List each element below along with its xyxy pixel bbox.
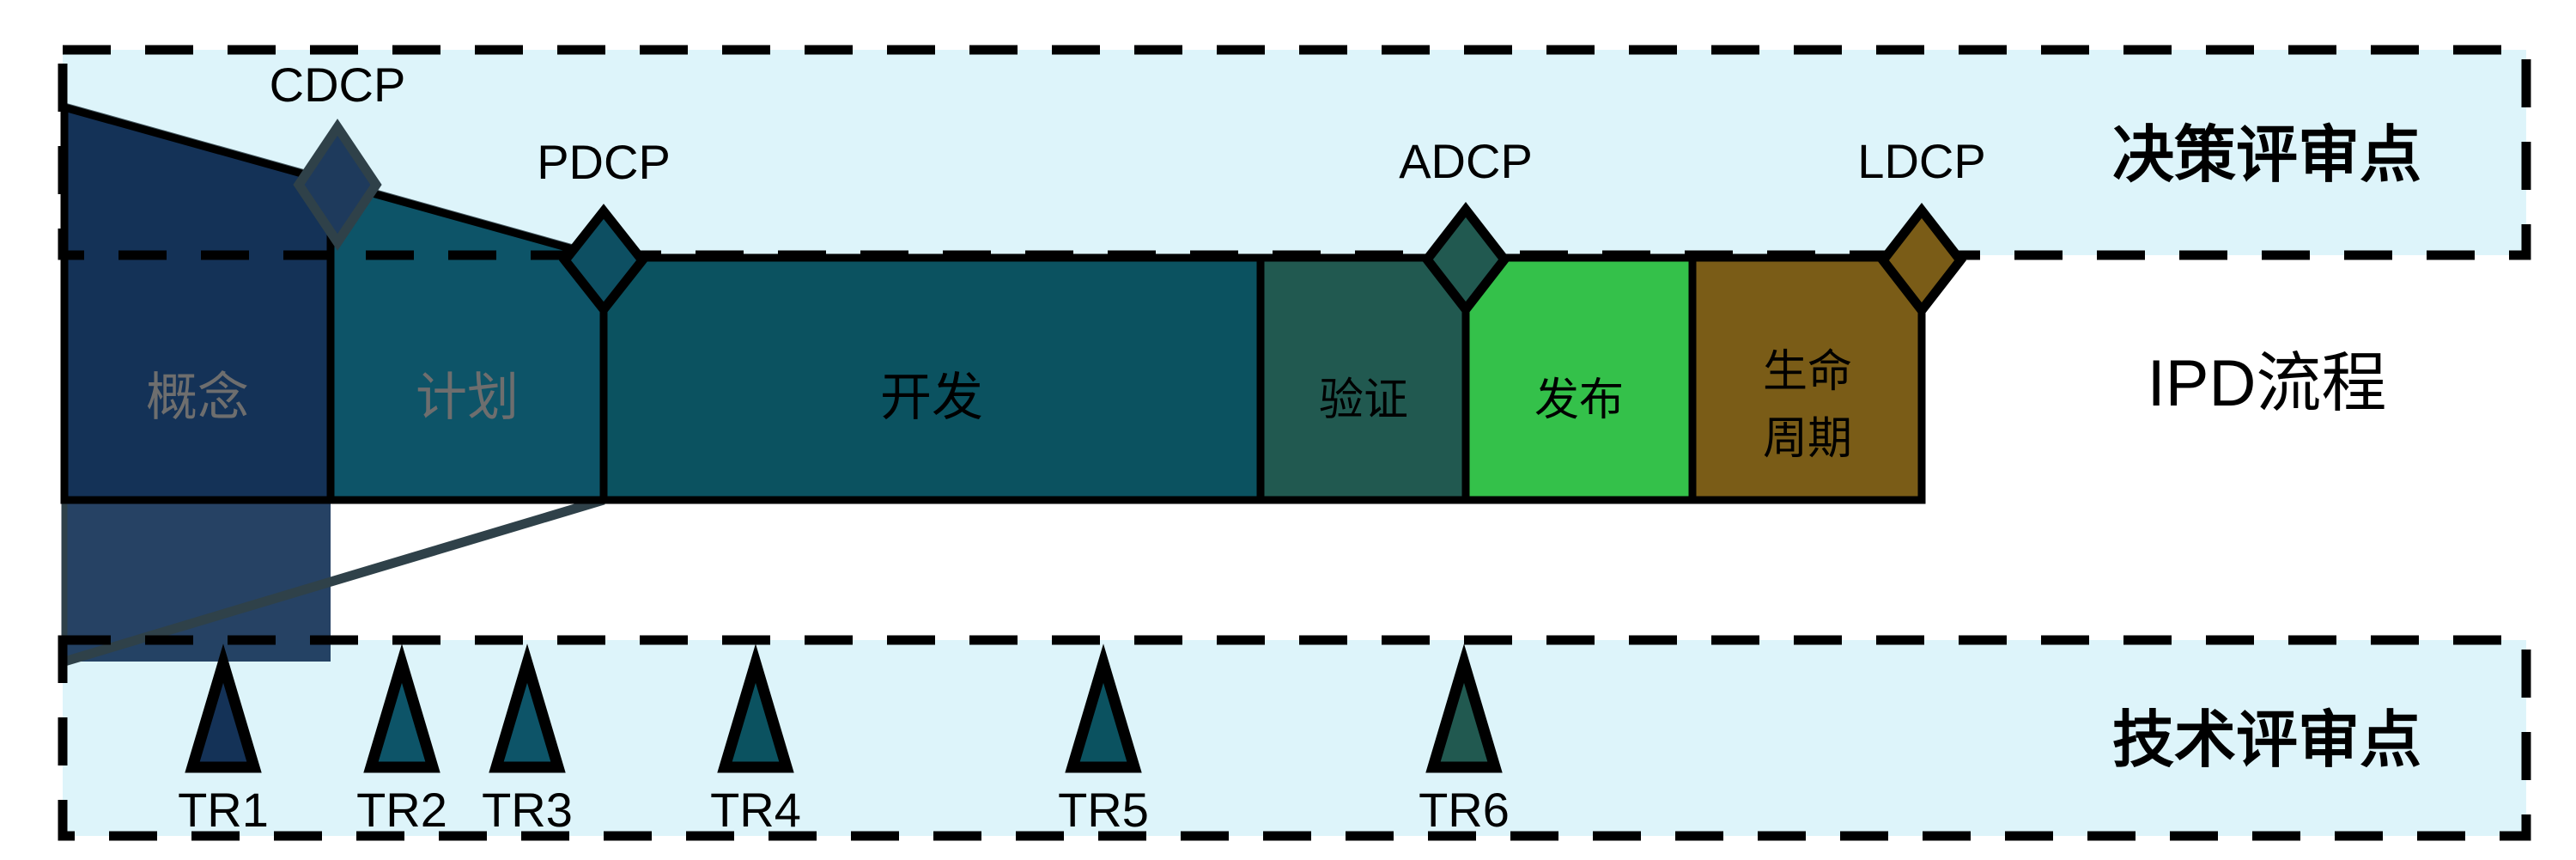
stage-label-concept: 概念 xyxy=(146,369,249,426)
funnel-lower-region xyxy=(61,495,605,667)
tr-label-tr4: TR4 xyxy=(710,783,801,837)
decision-point-ldcp-diamond[interactable] xyxy=(1877,203,1966,318)
tr-marker-tr6[interactable] xyxy=(1425,643,1503,773)
band-title-decision-review: 决策评审点 xyxy=(2112,121,2421,190)
stage-label-develop: 开发 xyxy=(880,369,983,426)
tr-label-tr6: TR6 xyxy=(1419,783,1510,837)
decision-point-pdcp-diamond[interactable] xyxy=(558,204,649,317)
funnel-concept-lower xyxy=(64,500,331,662)
stage-label-release: 发布 xyxy=(1534,375,1624,425)
tr-marker-tr2[interactable] xyxy=(363,643,440,773)
technical-review-band-frame xyxy=(58,635,2531,841)
decision-point-adcp-diamond[interactable] xyxy=(1421,202,1510,317)
stage-label-plan: 计划 xyxy=(416,369,519,426)
stage-label-verify: 验证 xyxy=(1319,375,1408,425)
decision-point-label-cdcp: CDCP xyxy=(270,58,406,112)
stage-label-lifecycle-line1: 生命 xyxy=(1763,347,1852,397)
decision-review-band-frame xyxy=(58,45,2531,260)
technical-review-markers xyxy=(185,643,1503,773)
tr-marker-tr3[interactable] xyxy=(489,643,566,773)
tr-marker-tr5[interactable] xyxy=(1065,643,1142,773)
process-bar xyxy=(60,102,1926,504)
tr-label-tr5: TR5 xyxy=(1058,783,1149,837)
band-title-ipd-process: IPD流程 xyxy=(2148,347,2387,420)
decision-points xyxy=(293,119,1966,318)
band-titles: 决策评审点 IPD流程 技术评审点 xyxy=(2112,121,2421,775)
stage-plan-main[interactable] xyxy=(331,255,604,500)
tr-label-tr1: TR1 xyxy=(178,783,269,837)
decision-point-label-adcp: ADCP xyxy=(1399,134,1533,188)
decision-point-cdcp-diamond[interactable] xyxy=(293,119,382,251)
technical-review-labels: TR1 TR2 TR3 TR4 TR5 TR6 xyxy=(178,783,1510,837)
stage-label-lifecycle-line2: 周期 xyxy=(1763,414,1852,464)
tr-label-tr3: TR3 xyxy=(482,783,573,837)
tr-marker-tr4[interactable] xyxy=(717,643,794,773)
stage-release-shape[interactable] xyxy=(1461,253,1697,504)
technical-review-band-bg xyxy=(63,640,2526,836)
funnel-lower-edge xyxy=(63,495,605,667)
decision-point-label-ldcp: LDCP xyxy=(1857,134,1985,188)
decision-point-label-pdcp: PDCP xyxy=(537,135,671,189)
tr-marker-tr1[interactable] xyxy=(185,643,262,773)
band-frames xyxy=(58,45,2531,841)
stage-labels: 概念 计划 开发 验证 发布 生命 周期 xyxy=(146,347,1852,464)
band-title-technical-review: 技术评审点 xyxy=(2112,706,2421,775)
tr-label-tr2: TR2 xyxy=(356,783,447,837)
decision-point-labels: CDCP PDCP ADCP LDCP xyxy=(270,58,1986,189)
stage-concept-main[interactable] xyxy=(64,255,331,500)
